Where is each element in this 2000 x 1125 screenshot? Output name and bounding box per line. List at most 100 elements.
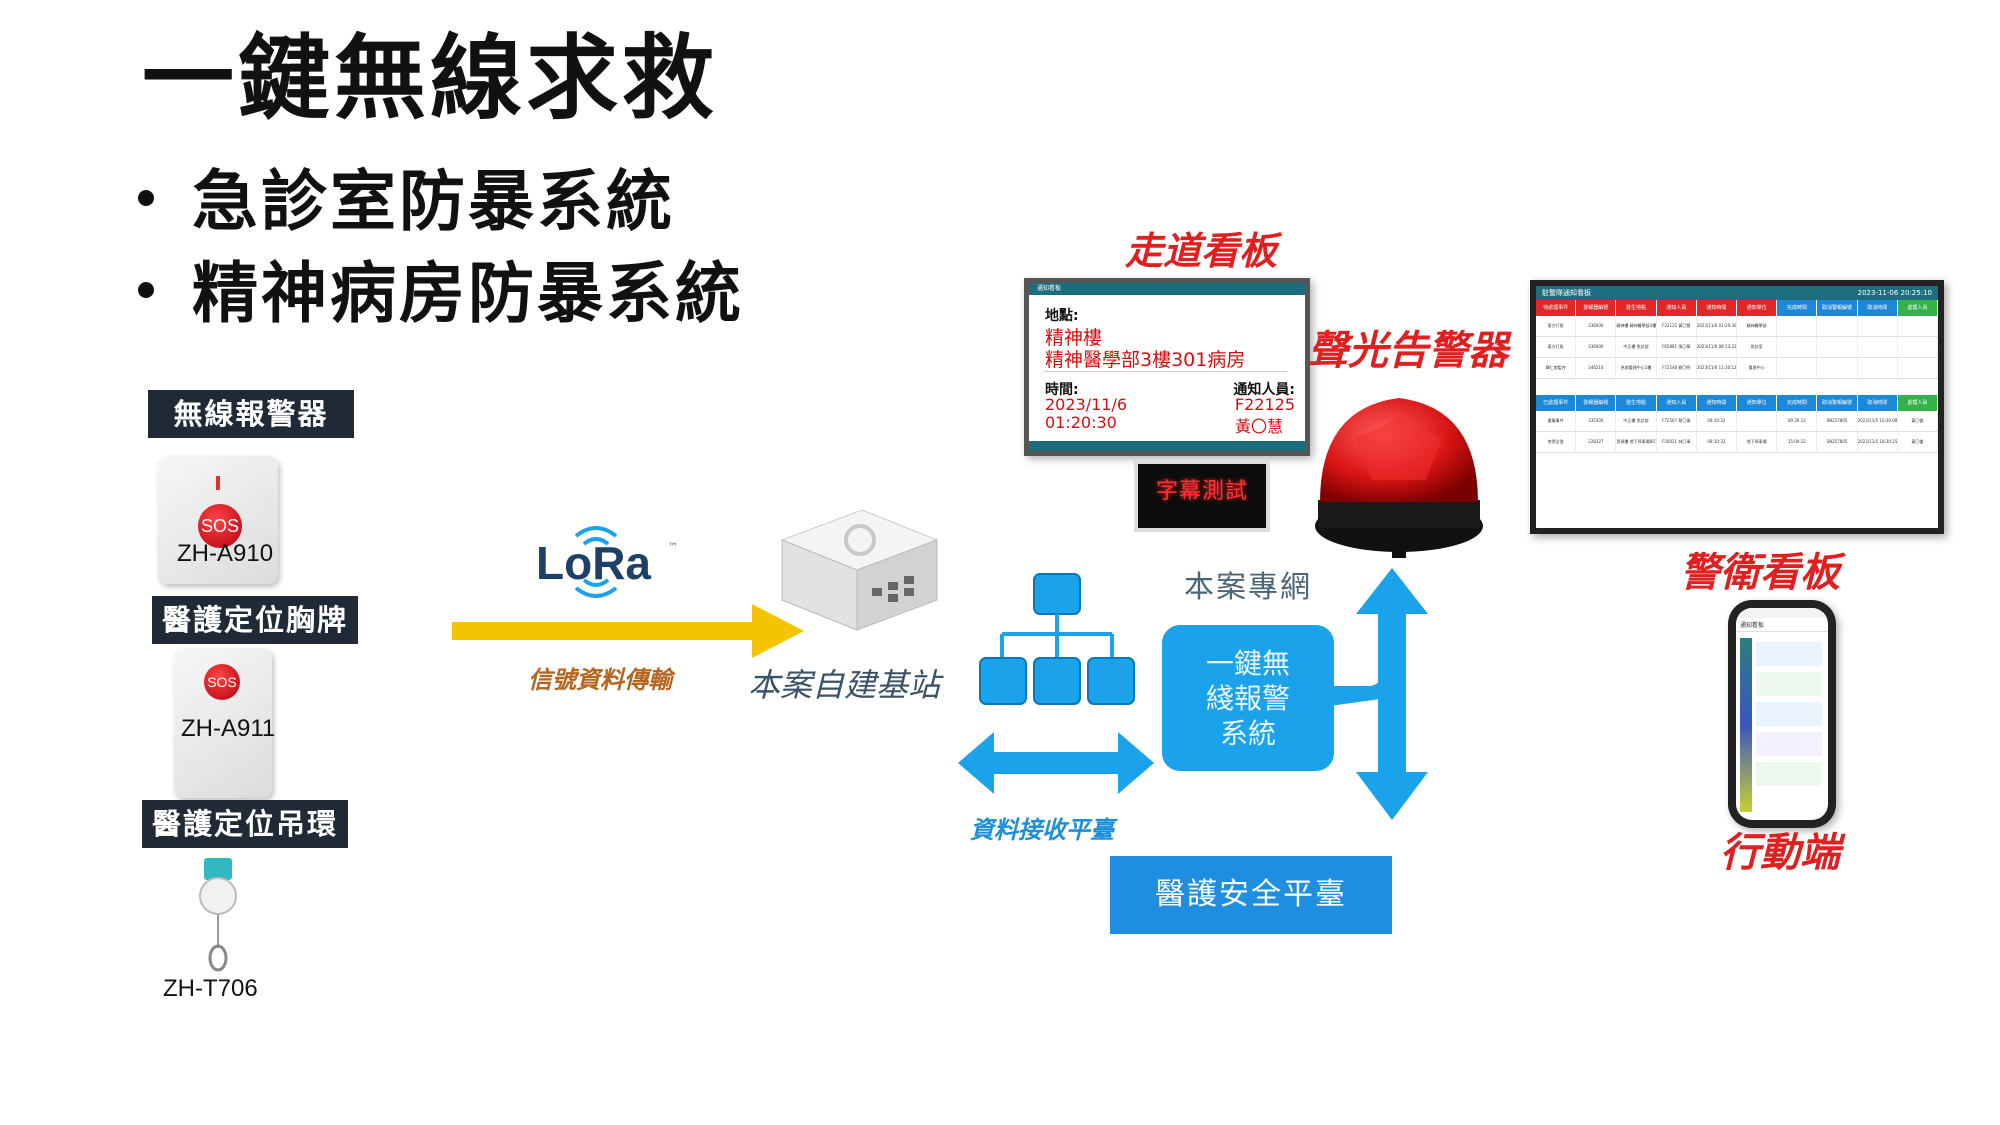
pendant-model: ZH-T706 xyxy=(163,975,258,1002)
system-line: 系統 xyxy=(1219,716,1276,750)
table-header-cell: 通知人員 xyxy=(1656,395,1697,411)
mobile-status-bar xyxy=(1736,608,1828,618)
table-header-cell: 取消警報編號 xyxy=(1817,395,1858,411)
table-cell xyxy=(1858,316,1898,336)
page-title: 一鍵無線求救 xyxy=(142,25,719,132)
table-cell: F22125 黃〇慧 xyxy=(1657,316,1697,336)
vertical-distribution-arrow xyxy=(1330,568,1428,820)
bullet-text: 急診室防暴系統 xyxy=(192,163,675,240)
board-footer xyxy=(1029,441,1305,451)
wireless-alarm-device: SOS xyxy=(158,456,278,584)
notify-label: 通知人員: xyxy=(1233,382,1295,398)
table-cell: 精神醫學部 xyxy=(1737,316,1778,336)
time-value: 01:20:30 xyxy=(1045,413,1117,432)
table-cell: 15:00:12 xyxy=(1777,432,1818,452)
table-header-cell: 發報器編號 xyxy=(1576,395,1617,411)
table-cell xyxy=(1817,337,1858,357)
table-cell: 中正樓 急診部 xyxy=(1616,337,1657,357)
table-cell xyxy=(1777,316,1818,336)
table-cell: 重複事件 xyxy=(1536,411,1577,431)
mobile-side-strip xyxy=(1740,638,1752,812)
table-header-cell: 通知時間 xyxy=(1696,395,1738,411)
mobile-caption: 行動端 xyxy=(1720,830,1840,876)
table-header-cell: 通知單位 xyxy=(1737,300,1778,316)
sos-button-icon: SOS xyxy=(204,664,240,700)
led-indicator xyxy=(216,476,220,490)
base-station-caption: 本案自建基站 xyxy=(748,666,941,704)
lora-signal-icon xyxy=(574,526,618,598)
table-cell: F72548 劉〇明 xyxy=(1657,358,1697,378)
table-cell: 336600 xyxy=(1576,316,1617,336)
pendant-device xyxy=(178,856,258,976)
table-header-cell: 通知人員 xyxy=(1656,300,1697,316)
table-cell: 急診室 xyxy=(1737,337,1778,357)
table-cell: 突然全發 xyxy=(1536,432,1577,452)
table-header-cell: 處理人員 xyxy=(1897,300,1938,316)
table-cell: 急救重建中心1樓 xyxy=(1616,358,1657,378)
badge-device: SOS xyxy=(174,648,272,798)
mobile-card xyxy=(1756,642,1822,666)
siren-icon xyxy=(1315,398,1483,558)
table-cell: 2023/11/5 18:30:25 xyxy=(1858,432,1898,452)
table-cell: F50021 林〇瑋 xyxy=(1657,432,1697,452)
table-header-cell: 完成時間 xyxy=(1777,395,1818,411)
table-cell xyxy=(1817,316,1858,336)
data-exchange-arrow xyxy=(958,732,1154,794)
table-cell: 東方打角 xyxy=(1536,337,1577,357)
table-cell xyxy=(1737,411,1778,431)
location-line-1: 精神樓 xyxy=(1045,327,1103,349)
table-cell xyxy=(1817,358,1858,378)
table-header-cell: 發報器編號 xyxy=(1576,300,1617,316)
table-cell: 08:10:32 xyxy=(1697,411,1738,431)
table-header-cell: 處理人員 xyxy=(1897,395,1938,411)
badge-model: ZH-A911 xyxy=(181,715,276,742)
table-cell: 335300 xyxy=(1576,411,1617,431)
network-caption: 本案專網 xyxy=(1184,570,1312,605)
table-cell: 重建中心 xyxy=(1737,358,1778,378)
table-cell xyxy=(1858,337,1898,357)
table-cell xyxy=(1898,337,1938,357)
corridor-board: 通知看板 地點: 精神樓 精神醫學部3樓301病房 時間: 2023/11/6 … xyxy=(1024,278,1310,456)
table-header-cell: 通知單位 xyxy=(1737,395,1778,411)
security-board-caption: 警衛看板 xyxy=(1680,550,1840,596)
mobile-phone: 通知看板 xyxy=(1728,600,1836,828)
table-cell: 黃〇傑 xyxy=(1898,432,1938,452)
security-board-topbar: 駐警隊通知看板 2023-11-06 20:25:10 xyxy=(1536,286,1938,300)
alarm-system-box: 一鍵無 綫報警 系統 xyxy=(1162,625,1334,771)
table-cell: SN257805 xyxy=(1817,432,1858,452)
alarm-label: 無線報警器 xyxy=(148,390,354,438)
bullet-text: 精神病房防暴系統 xyxy=(192,255,744,332)
done-header-row: 已處理事件發報器編號發生地點通知人員通知時間通知單位完成時間取消警報編號取消時間… xyxy=(1536,395,1938,411)
mobile-card xyxy=(1756,702,1822,726)
mobile-card xyxy=(1756,672,1822,696)
table-header-cell: 待處理事件 xyxy=(1536,300,1577,316)
table-header-cell: 已處理事件 xyxy=(1536,395,1577,411)
divider xyxy=(1043,371,1287,372)
table-cell: 2023/11/6 08:13:23 xyxy=(1697,337,1738,357)
table-cell: 精神樓 精神醫學部3樓301病房 xyxy=(1616,316,1657,336)
table-cell xyxy=(1777,337,1818,357)
location-line-2: 精神醫學部3樓301病房 xyxy=(1045,349,1246,371)
system-line: 綫報警 xyxy=(1205,681,1290,715)
bullet-dot xyxy=(138,281,154,298)
badge-label: 醫護定位胸牌 xyxy=(152,596,358,644)
mobile-screen: 通知看板 xyxy=(1736,608,1828,820)
security-board: 駐警隊通知看板 2023-11-06 20:25:10 待處理事件發報器編號發生… xyxy=(1530,280,1944,534)
bullet-1: 急診室防暴系統 xyxy=(138,148,675,244)
table-header-cell: 完成時間 xyxy=(1777,300,1818,316)
table-header-cell: 通知時間 xyxy=(1696,300,1738,316)
table-cell: 中正樓 急診部 xyxy=(1616,411,1657,431)
led-sign: 字幕測試 xyxy=(1134,460,1270,532)
notify-id: F22125 xyxy=(1234,395,1295,414)
table-cell: SN257805 xyxy=(1817,411,1858,431)
mobile-header: 通知看板 xyxy=(1736,618,1828,632)
network-hierarchy-icon xyxy=(979,573,1135,705)
board-header: 通知看板 xyxy=(1029,283,1305,295)
sos-button-icon: SOS xyxy=(198,504,242,548)
base-station-icon xyxy=(780,509,939,631)
lora-caption: 信號資料傳輸 xyxy=(528,666,672,694)
